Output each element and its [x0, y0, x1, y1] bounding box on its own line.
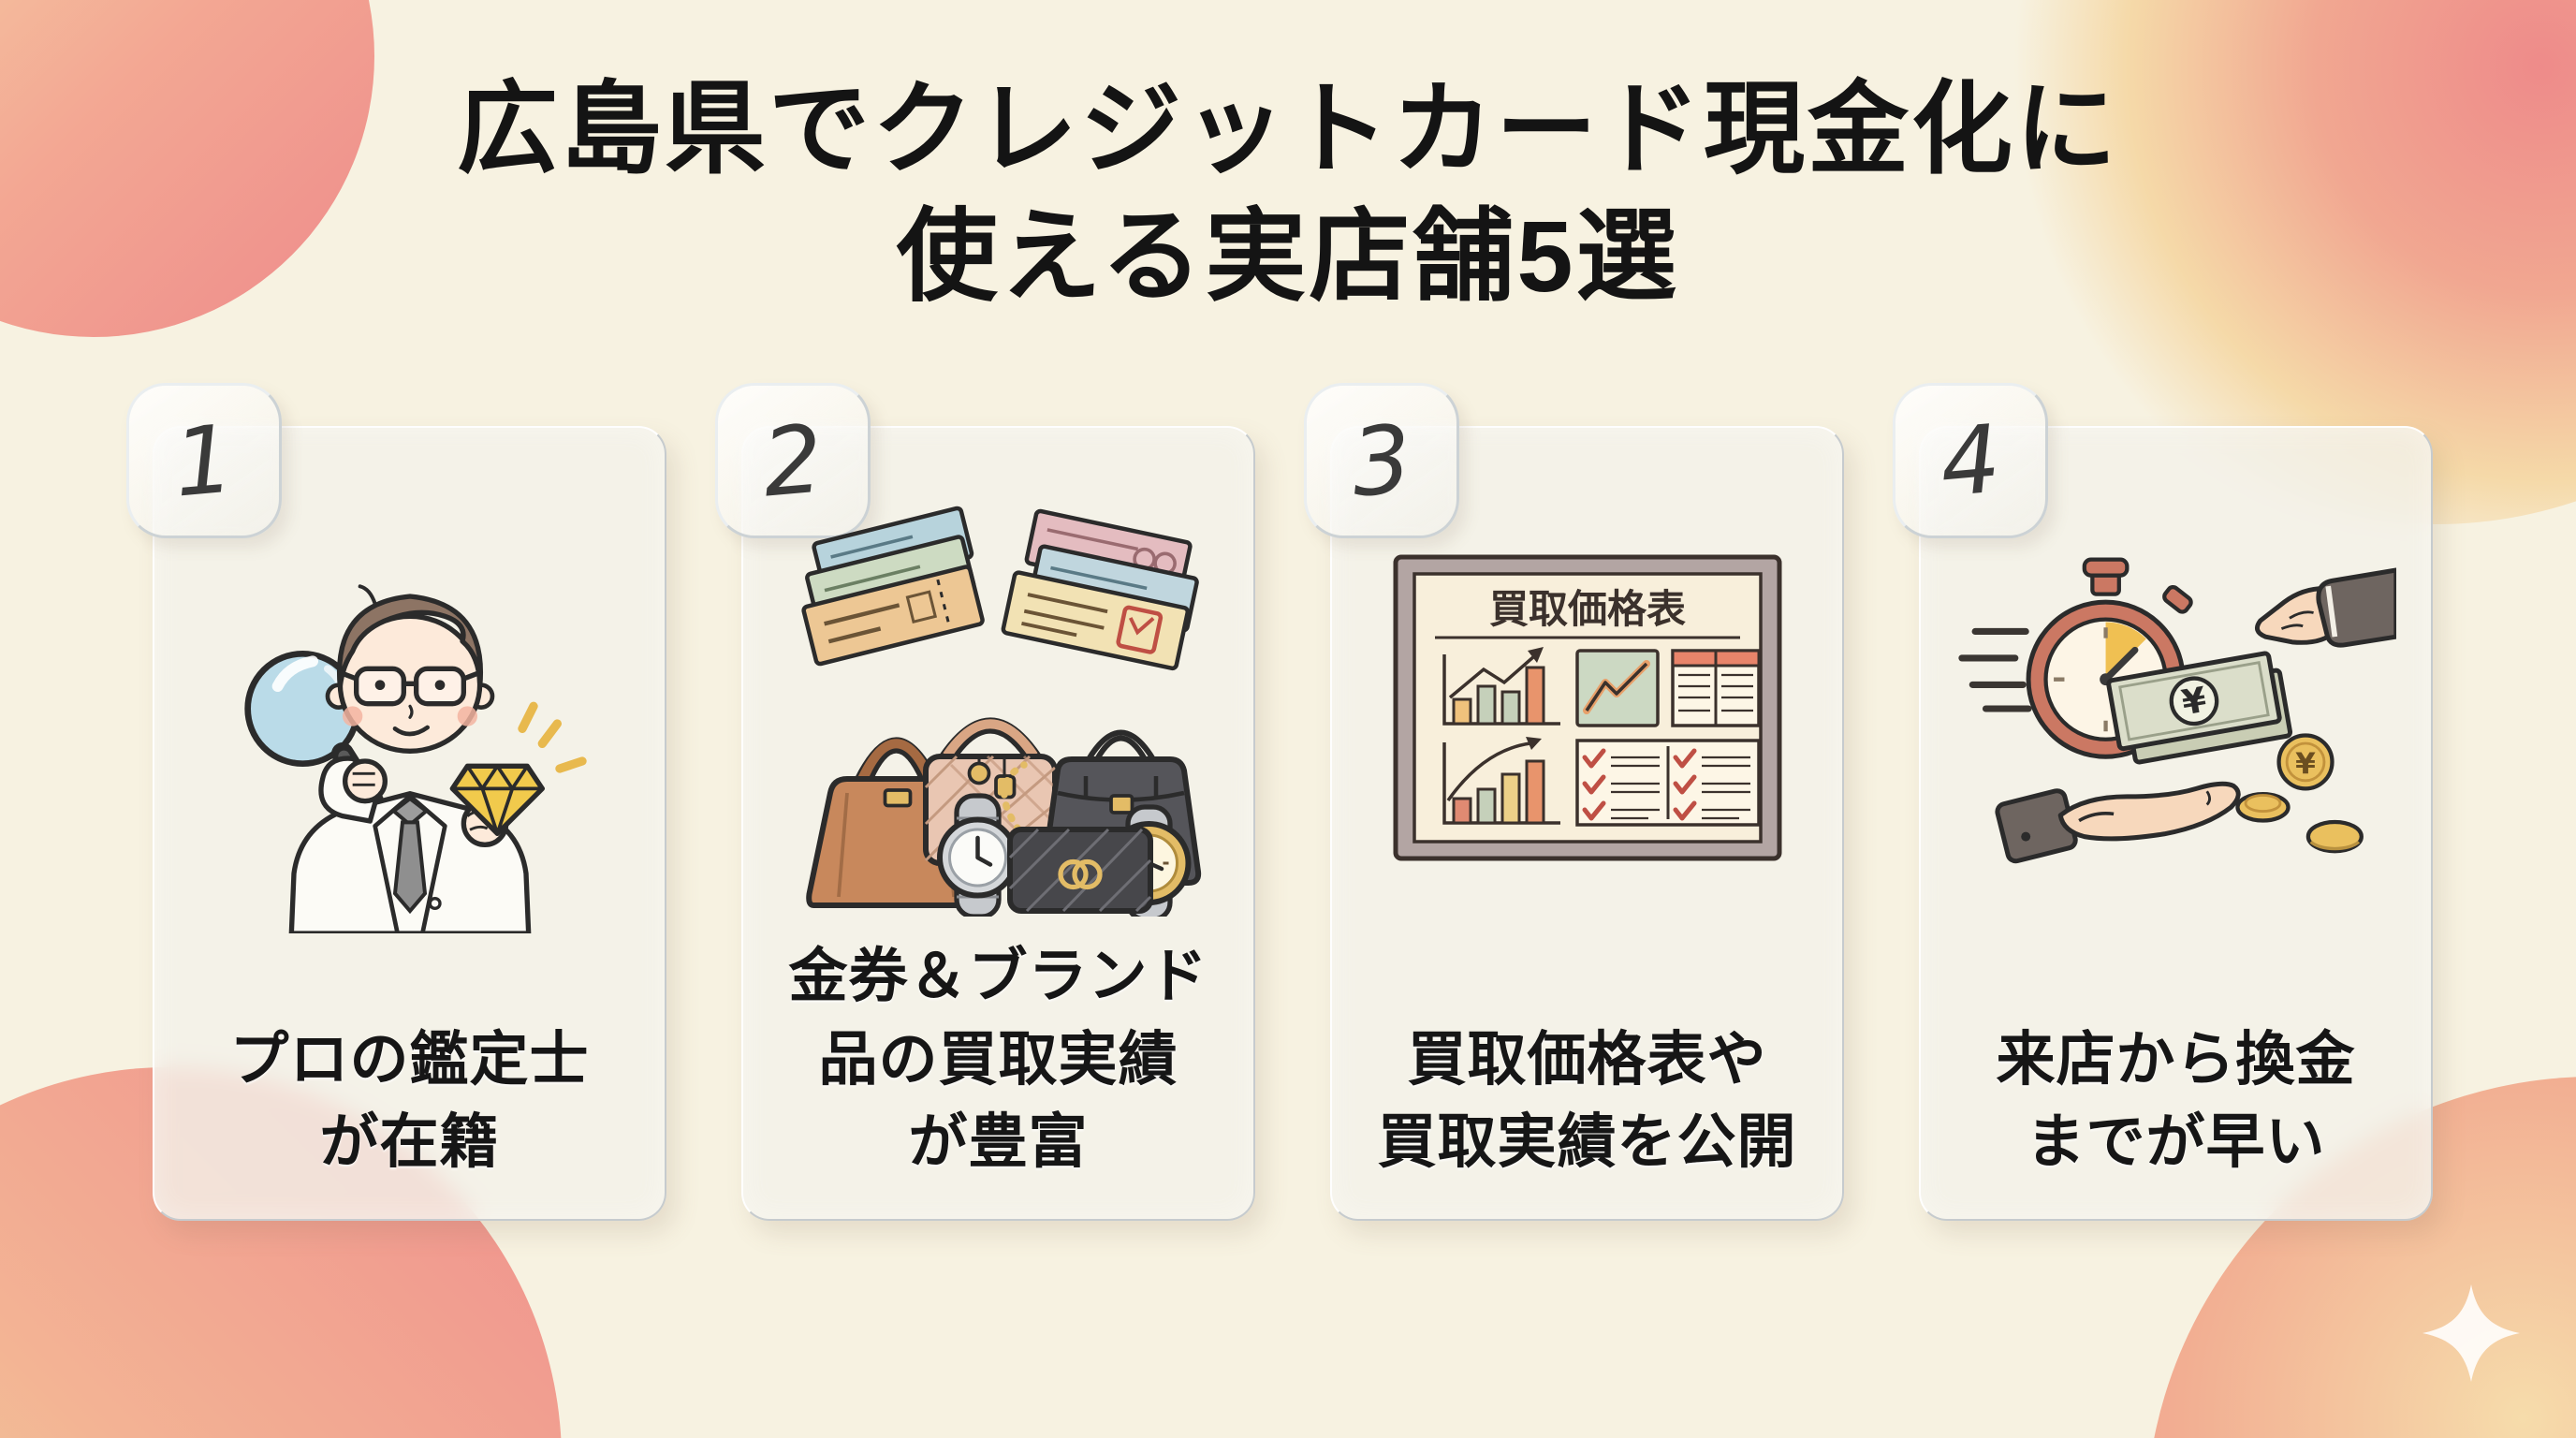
card-caption: 買取価格表や 買取実績を公開 — [1339, 1019, 1835, 1183]
card-caption-line: までが早い — [2026, 1108, 2326, 1175]
speed-lines-icon — [1957, 627, 2032, 712]
page-title: 広島県でクレジットカード現金化に 使える実店舗5選 — [0, 66, 2576, 320]
card-caption-line: 買取実績を公開 — [1377, 1108, 1797, 1175]
brand-goods-illustration — [800, 506, 1201, 917]
sparkle-lines-icon — [517, 701, 587, 773]
card-number: 3 — [1347, 403, 1416, 519]
bar-chart-growth-icon — [1442, 737, 1560, 825]
card-number: 1 — [169, 403, 239, 519]
card-illustration-wrap: ¥ ¥ — [1921, 536, 2431, 882]
gift-certificates-left-icon — [800, 506, 985, 667]
coin-yen-symbol: ¥ — [2295, 748, 2316, 782]
card-caption-line: が豊富 — [908, 1108, 1089, 1175]
fast-cash-illustration: ¥ ¥ — [1957, 557, 2396, 864]
appraiser-illustration — [243, 584, 587, 933]
feature-card-1: 1 — [126, 383, 666, 1221]
gift-certificates-right-icon — [1001, 508, 1199, 671]
card-number: 4 — [1936, 403, 2005, 519]
feature-card-3: 3 買取価格表 — [1304, 383, 1844, 1221]
page-title-line-2: 使える実店舗5選 — [896, 199, 1680, 314]
checklist-icon — [1574, 739, 1761, 827]
feature-cards-row: 1 — [126, 383, 2433, 1221]
coin-icon: ¥ — [2234, 733, 2364, 854]
card-caption: プロの鑑定士 が在籍 — [162, 1019, 657, 1183]
line-chart-panel-icon — [1574, 649, 1660, 727]
card-caption-line: 買取価格表や — [1407, 1026, 1767, 1093]
price-table-icon — [1670, 649, 1761, 727]
card-number-badge: 2 — [715, 383, 871, 538]
bar-chart-up-icon — [1442, 647, 1560, 726]
yen-banknote-icon: ¥ — [2105, 651, 2292, 765]
card-caption: 来店から換金 までが早い — [1928, 1019, 2423, 1183]
card-caption-line: 品の買取実績 — [818, 1026, 1178, 1093]
card-illustration-wrap — [154, 521, 665, 933]
card-caption-line: が在籍 — [319, 1108, 500, 1175]
card-number-badge: 3 — [1304, 383, 1459, 538]
price-board-title: 買取価格表 — [1488, 587, 1685, 631]
card-number-badge: 1 — [126, 383, 282, 538]
diamond-icon — [449, 763, 545, 836]
card-illustration-wrap — [743, 495, 1253, 917]
quilted-flap-bag-icon — [1000, 761, 1153, 914]
price-board-illustration: 買取価格表 — [1393, 554, 1781, 861]
page-title-line-1: 広島県でクレジットカード現金化に — [456, 72, 2119, 185]
feature-card-2: 2 — [715, 383, 1255, 1221]
appraiser-head — [325, 584, 494, 754]
card-caption-line: 金券＆ブランド — [788, 944, 1208, 1010]
card-caption: 金券＆ブランド 品の買取実績 が豊富 — [751, 935, 1246, 1183]
giving-hand-icon — [2254, 567, 2396, 648]
sparkle-icon — [2422, 1284, 2520, 1382]
card-number-badge: 4 — [1893, 383, 2048, 538]
card-caption-line: 来店から換金 — [1996, 1026, 2356, 1093]
receiving-hand-icon — [1994, 781, 2241, 864]
feature-card-4: 4 — [1893, 383, 2433, 1221]
card-illustration-wrap: 買取価格表 — [1332, 550, 1842, 868]
card-caption-line: プロの鑑定士 — [229, 1026, 590, 1093]
